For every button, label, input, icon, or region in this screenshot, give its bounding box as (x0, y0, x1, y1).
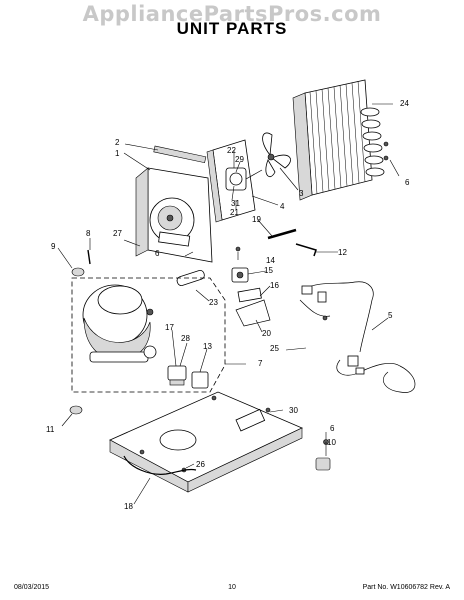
callout-9: 9 (51, 242, 56, 251)
callout-22: 22 (227, 146, 236, 155)
condenser-drawing (292, 79, 389, 201)
callout-31: 31 (231, 199, 240, 208)
callout-11: 11 (46, 425, 55, 434)
callout-8: 8 (86, 229, 91, 238)
callout-25: 25 (270, 344, 279, 353)
compressor-group-outline (71, 277, 226, 393)
callout-13: 13 (203, 342, 212, 351)
callout-24: 24 (400, 99, 409, 108)
callout-26: 26 (196, 460, 205, 469)
callout-16: 16 (270, 281, 279, 290)
callout-6c: 6 (330, 424, 335, 433)
callout-4: 4 (280, 202, 285, 211)
watermark: AppliancePartsPros.com (82, 2, 382, 26)
small-parts-drawing (176, 228, 317, 327)
drain-tube-drawing (123, 455, 197, 475)
fan-motor-drawing (206, 139, 263, 223)
wiring-harness-drawing (299, 281, 416, 393)
footer-part-number: Part No. W10606782 Rev. A (362, 584, 450, 591)
grommet-drawing (69, 249, 91, 415)
fan-blade-drawing (262, 132, 291, 177)
callout-20: 20 (262, 329, 271, 338)
callout-6b: 6 (405, 178, 410, 187)
callout-18: 18 (124, 502, 133, 511)
callout-10: 10 (327, 438, 336, 447)
callout-27: 27 (113, 229, 122, 238)
callout-6a: 6 (155, 249, 160, 258)
callout-15: 15 (264, 266, 273, 275)
callout-19: 19 (252, 215, 261, 224)
callout-21: 21 (230, 208, 239, 217)
footer-date: 08/03/2015 (14, 584, 50, 591)
callout-leaders (57, 103, 400, 505)
page-title: UNIT PARTS (176, 19, 288, 38)
base-pan-drawing (109, 391, 303, 493)
callout-2: 2 (115, 138, 120, 147)
callout-28: 28 (181, 334, 190, 343)
callout-23: 23 (209, 298, 218, 307)
callout-29: 29 (235, 155, 244, 164)
compressor-drawing (82, 284, 157, 363)
callout-17: 17 (165, 323, 174, 332)
callout-7: 7 (258, 359, 263, 368)
callout-3: 3 (299, 189, 304, 198)
callout-14: 14 (266, 256, 275, 265)
fan-shroud-drawing (135, 145, 213, 263)
callout-labels: 1 2 3 4 5 6 6 6 7 8 9 10 11 12 13 14 15 … (46, 99, 410, 511)
relay-drawing (167, 365, 209, 389)
footer-page-number: 10 (228, 584, 236, 591)
callout-30: 30 (289, 406, 298, 415)
callout-1: 1 (115, 149, 120, 158)
callout-12: 12 (338, 248, 347, 257)
callout-5: 5 (388, 311, 393, 320)
